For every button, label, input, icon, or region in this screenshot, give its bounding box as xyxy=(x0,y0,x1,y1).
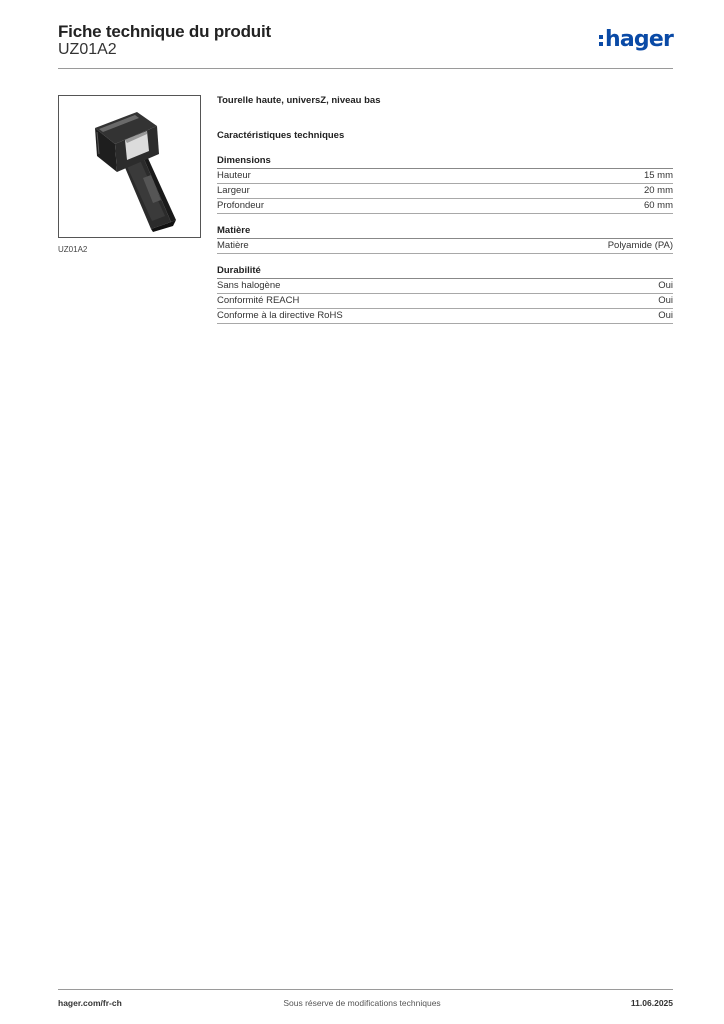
spec-row: Sans halogène Oui xyxy=(217,279,673,294)
spec-row: Conformité REACH Oui xyxy=(217,294,673,309)
logo-text: hager xyxy=(604,27,674,52)
header-divider xyxy=(58,68,673,69)
footer-website-link[interactable]: hager.com/fr-ch xyxy=(58,998,122,1008)
spec-row: Matière Polyamide (PA) xyxy=(217,239,673,254)
spec-value: 60 mm xyxy=(643,200,673,211)
spec-label: Hauteur xyxy=(217,170,251,181)
spec-label: Matière xyxy=(217,240,249,251)
specifications-panel: Tourelle haute, universZ, niveau bas Car… xyxy=(217,95,673,324)
spec-row: Conforme à la directive RoHS Oui xyxy=(217,309,673,324)
spec-label: Sans halogène xyxy=(217,280,281,291)
footer-divider xyxy=(58,989,673,990)
spec-label: Largeur xyxy=(217,185,250,196)
spec-value: 20 mm xyxy=(643,185,673,196)
spec-label: Conforme à la directive RoHS xyxy=(217,310,343,321)
product-image-caption: UZ01A2 xyxy=(58,245,88,254)
spec-value: Polyamide (PA) xyxy=(607,240,673,251)
footer-notice: Sous réserve de modifications techniques xyxy=(283,998,441,1008)
spec-label: Conformité REACH xyxy=(217,295,300,306)
hager-logo: hager xyxy=(598,26,674,54)
group-title-material: Matière xyxy=(217,225,673,239)
document-title: Fiche technique du produit xyxy=(58,22,271,41)
logo-dots-icon xyxy=(598,34,603,46)
spec-row: Profondeur 60 mm xyxy=(217,199,673,214)
turret-product-icon xyxy=(95,112,176,232)
spec-value: 15 mm xyxy=(643,170,673,181)
group-title-dimensions: Dimensions xyxy=(217,155,673,169)
spec-value: Oui xyxy=(658,310,673,321)
spec-row: Largeur 20 mm xyxy=(217,184,673,199)
product-name: Tourelle haute, universZ, niveau bas xyxy=(217,95,381,106)
product-image xyxy=(58,95,201,238)
spec-label: Profondeur xyxy=(217,200,265,211)
spec-value: Oui xyxy=(658,295,673,306)
specs-section-title: Caractéristiques techniques xyxy=(217,130,345,141)
product-code: UZ01A2 xyxy=(58,41,117,58)
spec-row: Hauteur 15 mm xyxy=(217,169,673,184)
group-title-durability: Durabilité xyxy=(217,265,673,279)
spec-value: Oui xyxy=(658,280,673,291)
page-header: Fiche technique du produit UZ01A2 hager xyxy=(58,20,674,70)
footer-date: 11.06.2025 xyxy=(630,998,673,1008)
